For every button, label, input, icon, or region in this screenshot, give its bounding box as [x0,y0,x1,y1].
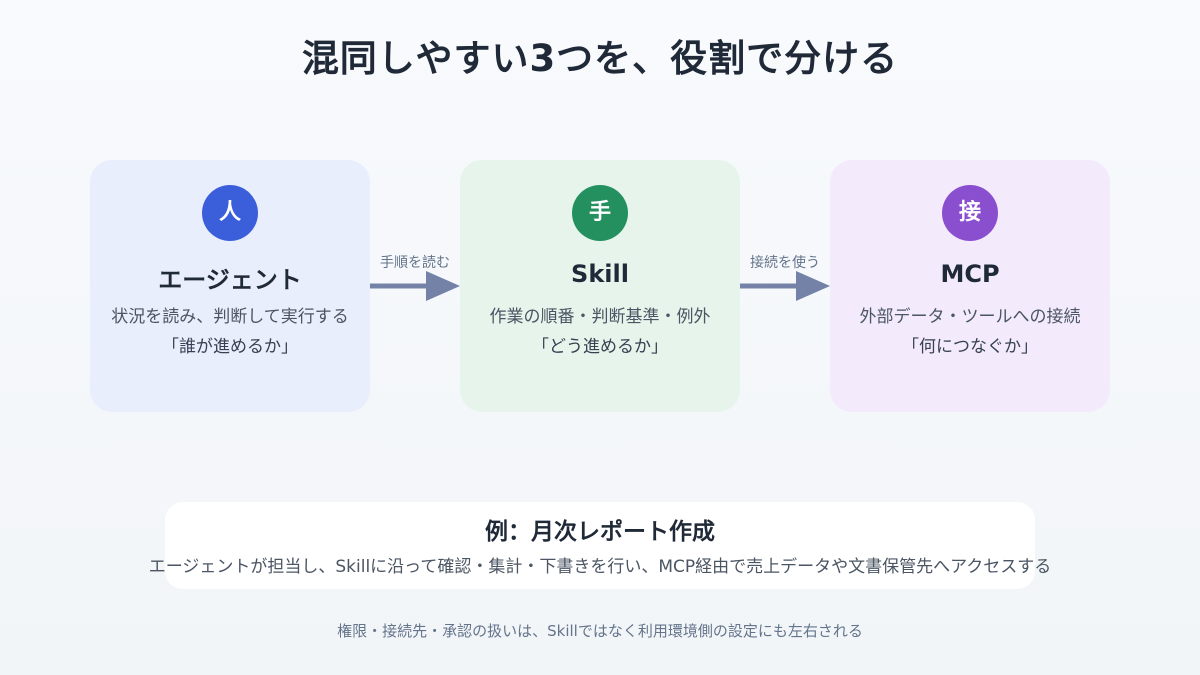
skill-to-mcp-connector: 接続を使う [740,250,830,310]
skill-badge-icon: 手 [572,185,628,241]
agent-card-title: エージェント [158,266,302,294]
skill-card: 手 Skill 作業の順番・判断基準・例外 「どう進めるか」 [460,160,740,412]
connector-label-use-connection: 接続を使う [750,255,820,271]
mcp-card-description: 外部データ・ツールへの接続 [859,307,1081,327]
skill-card-title: Skill [571,260,629,288]
agent-card-quote: 「誰が進めるか」 [162,337,298,357]
mcp-card-title: MCP [940,260,1000,288]
agent-badge-icon: 人 [202,185,258,241]
agent-card-description: 状況を読み、判断して実行する [111,307,349,327]
skill-card-quote: 「どう進めるか」 [532,337,668,357]
right-arrow-icon [370,271,460,301]
right-arrow-icon [740,271,830,301]
mcp-card-quote: 「何につなぐか」 [902,337,1038,357]
agent-to-skill-connector: 手順を読む [370,250,460,310]
page-title: 混同しやすい3つを、役割で分ける [301,37,899,80]
mcp-badge-icon: 接 [942,185,998,241]
example-box [165,502,1035,589]
example-description: エージェントが担当し、Skillに沿って確認・集計・下書きを行い、MCP経由で売… [148,557,1052,577]
skill-card-description: 作業の順番・判断基準・例外 [489,307,711,327]
mcp-card: 接 MCP 外部データ・ツールへの接続 「何につなぐか」 [830,160,1110,412]
connector-label-read-procedure: 手順を読む [380,255,450,271]
agent-card: 人 エージェント 状況を読み、判断して実行する 「誰が進めるか」 [90,160,370,412]
example-title: 例：月次レポート作成 [485,519,715,545]
footnote: 権限・接続先・承認の扱いは、Skillではなく利用環境側の設定にも左右される [337,622,863,640]
